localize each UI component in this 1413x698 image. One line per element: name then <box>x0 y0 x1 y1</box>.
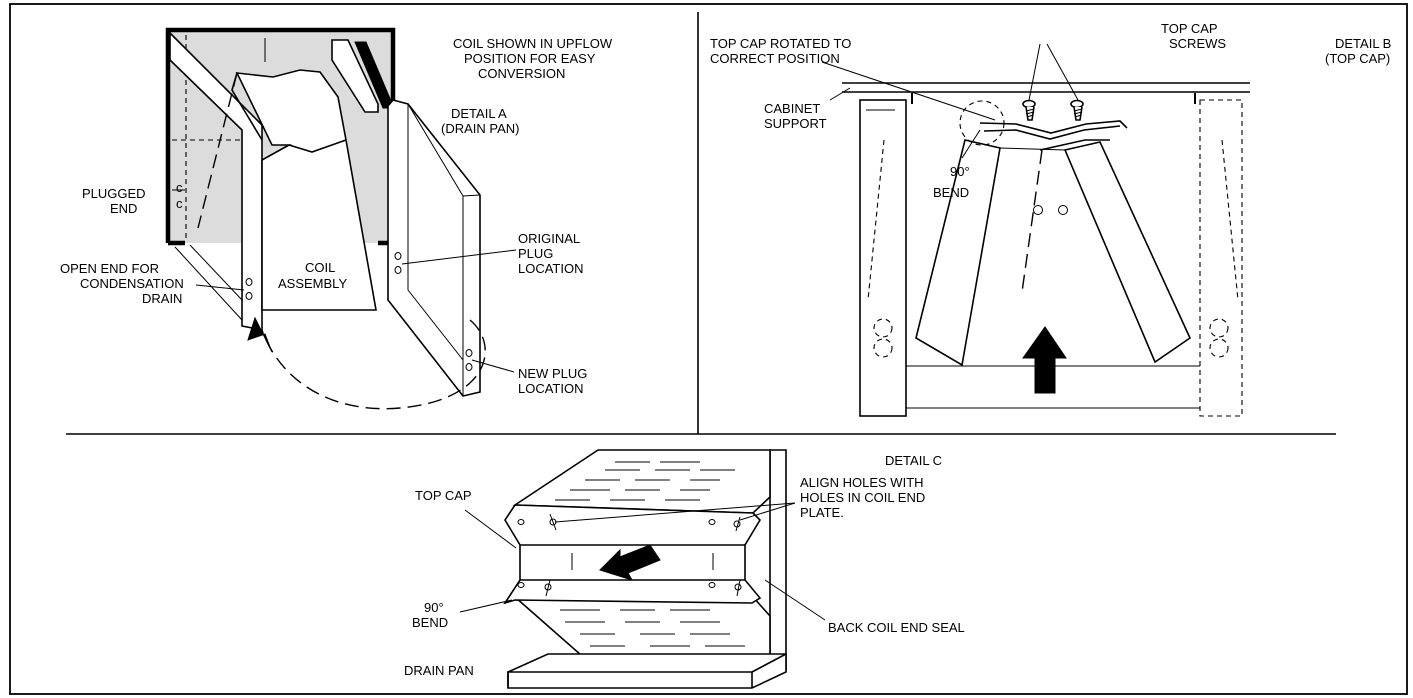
detail-b-title: DETAIL B <box>1335 36 1391 51</box>
new-plug-label-line1: NEW PLUG <box>518 366 587 381</box>
top-cap-screws-line1: TOP CAP <box>1161 21 1218 36</box>
top-cap-screws-line2: SCREWS <box>1169 36 1226 51</box>
original-plug-label-line3: LOCATION <box>518 261 584 276</box>
airflow-up-arrow <box>1022 326 1067 394</box>
screw-icon <box>1022 99 1036 121</box>
svg-text:c: c <box>176 180 183 195</box>
detail-a-note-line1: COIL SHOWN IN UPFLOW <box>453 36 613 51</box>
detail-b-subtitle: (TOP CAP) <box>1325 51 1390 66</box>
coil-a-frame <box>915 139 1001 367</box>
top-cap-rotated-line2: CORRECT POSITION <box>710 51 840 66</box>
detail-a-title: DETAIL A <box>451 106 507 121</box>
open-end-label-line1: OPEN END FOR <box>60 261 159 276</box>
original-plug-label-line1: ORIGINAL <box>518 231 580 246</box>
detail-c-bend-line1: 90° <box>424 600 444 615</box>
drain-pan-shape <box>507 653 787 689</box>
top-cap-shape <box>979 120 1128 134</box>
detail-a-drawing: c c COIL SHOWN IN UPFLOW POSITION FOR EA… <box>60 27 613 410</box>
plug-move-arrow <box>261 319 486 410</box>
detail-b-drawing: TOP CAP ROTATED TO CORRECT POSITION TOP … <box>710 21 1391 417</box>
back-coil-end-seal <box>769 449 787 671</box>
new-plug-label-line2: LOCATION <box>518 381 584 396</box>
detail-c-drawing: DETAIL C ALIGN HOLES WITH HOLES IN COIL … <box>404 449 965 689</box>
right-side-rail <box>387 99 481 397</box>
coil-assembly-shape <box>235 69 377 311</box>
detail-c-title: DETAIL C <box>885 453 942 468</box>
slide-left-arrow <box>599 544 661 581</box>
detail-c-bend-line2: BEND <box>412 615 448 630</box>
top-cap-rotated-line1: TOP CAP ROTATED TO <box>710 36 851 51</box>
align-holes-line2: HOLES IN COIL END <box>800 490 925 505</box>
top-bracket <box>331 39 379 113</box>
left-cabinet-support <box>859 99 907 417</box>
arrow-head <box>247 316 273 353</box>
align-holes-line1: ALIGN HOLES WITH <box>800 475 924 490</box>
screw-icon <box>1070 99 1084 121</box>
coil-assembly-label-line2: ASSEMBLY <box>278 276 347 291</box>
back-seal-label: BACK COIL END SEAL <box>828 620 965 635</box>
upper-coil-slab <box>512 449 771 514</box>
coil-a-frame-right <box>1063 141 1192 364</box>
svg-text:c: c <box>176 196 183 211</box>
detail-a-note-line2: POSITION FOR EASY <box>464 51 596 66</box>
cabinet-support-line1: CABINET <box>764 101 820 116</box>
original-plug-label-line2: PLUG <box>518 246 553 261</box>
cabinet-support-line2: SUPPORT <box>764 116 827 131</box>
open-end-label-line2: CONDENSATION <box>80 276 184 291</box>
detail-a-subtitle: (DRAIN PAN) <box>441 121 519 136</box>
plugged-end-label-line1: PLUGGED <box>82 186 146 201</box>
top-cap-label: TOP CAP <box>415 488 472 503</box>
open-end-label-line3: DRAIN <box>142 291 182 306</box>
detail-a-note-line3: CONVERSION <box>478 66 565 81</box>
right-cabinet-support <box>1199 99 1243 417</box>
figure-border <box>9 3 1408 695</box>
align-holes-line3: PLATE. <box>800 505 844 520</box>
detail-b-bend-line1: 90° <box>950 164 970 179</box>
drain-pan-label: DRAIN PAN <box>404 663 474 678</box>
coil-assembly-label-line1: COIL <box>305 260 335 275</box>
detail-b-bend-line2: BEND <box>933 185 969 200</box>
plugged-end-label-line2: END <box>110 201 137 216</box>
